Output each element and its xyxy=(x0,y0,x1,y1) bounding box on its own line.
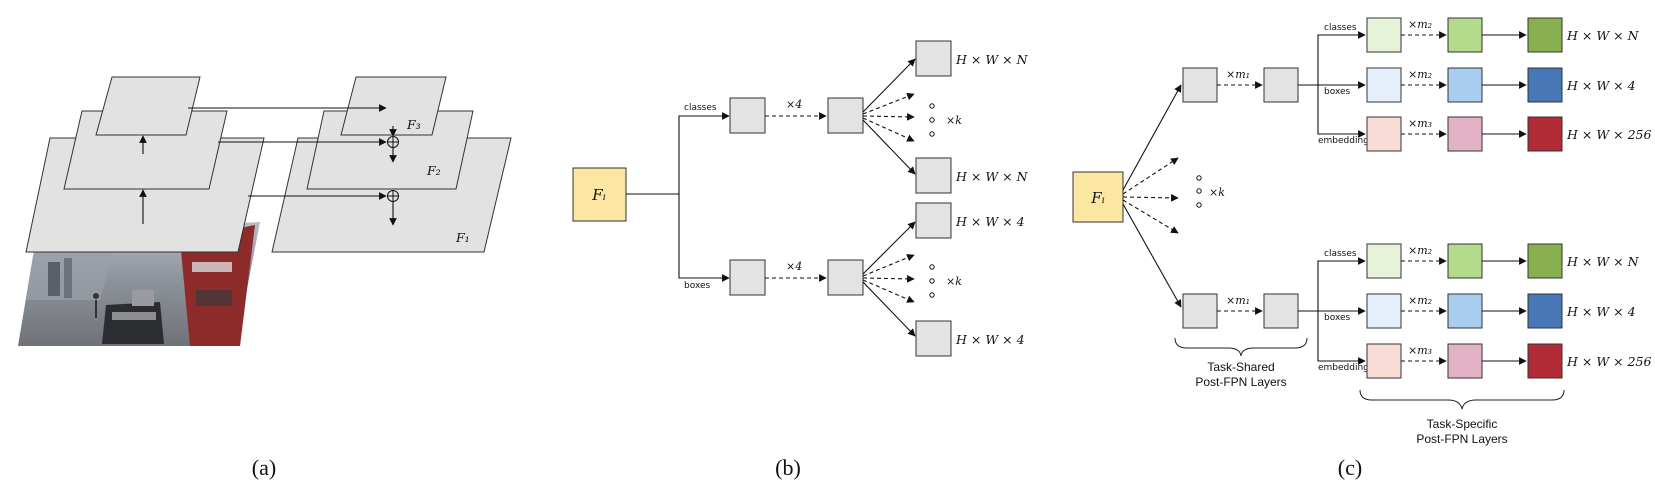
bottom-boxes-box-1 xyxy=(1366,293,1402,329)
shared-box-bottom-2 xyxy=(1263,293,1299,329)
bottom-boxes-out: H × W × 4 xyxy=(1566,304,1636,319)
bottom-embeddings-box-1 xyxy=(1366,343,1402,379)
panel-b: Fᵢ classes boxes ×4 ×k H × W × N H × W ×… xyxy=(572,40,1029,480)
input-feature-label-c: Fᵢ xyxy=(1090,189,1104,207)
bottom-classes-out: H × W × N xyxy=(1566,254,1640,269)
top-embeddings-box-2 xyxy=(1447,116,1483,152)
input-feature-label: Fᵢ xyxy=(591,186,605,204)
bottom-classes-box-2 xyxy=(1447,243,1483,279)
top-boxes-box-1 xyxy=(1366,67,1402,103)
classes-out-box-1 xyxy=(915,40,952,77)
bottom-embeddings-repeat: ×m₃ xyxy=(1408,344,1432,357)
boxes-out-label-2: H × W × 4 xyxy=(955,332,1025,347)
top-boxes-repeat: ×m₂ xyxy=(1408,68,1432,81)
boxes-anchors: ×k xyxy=(946,275,962,288)
top-embeddings-box-3 xyxy=(1527,116,1563,152)
task-embeddings-top: embeddings xyxy=(1318,136,1374,146)
boxes-conv-box-2 xyxy=(827,259,864,296)
bottom-classes-repeat: ×m₂ xyxy=(1408,244,1432,257)
anchors-c: ×k xyxy=(1209,186,1225,199)
shared-group-label-1: Task-Shared xyxy=(1207,360,1274,374)
specific-group-label-1: Task-Specific xyxy=(1427,417,1498,431)
shared-repeat-top: ×m₁ xyxy=(1226,68,1250,81)
caption-b: (b) xyxy=(775,455,801,480)
f3-label: F₃ xyxy=(406,117,421,132)
bottom-boxes-box-3 xyxy=(1527,293,1563,329)
caption-a: (a) xyxy=(252,455,276,480)
task-boxes-top: boxes xyxy=(1324,87,1351,97)
boxes-out-box-2 xyxy=(915,320,952,357)
top-boxes-box-2 xyxy=(1447,67,1483,103)
f1-label: F₁ xyxy=(455,230,470,245)
bottom-boxes-box-2 xyxy=(1447,293,1483,329)
shared-brace xyxy=(1174,337,1308,357)
classes-out-box-2 xyxy=(915,157,952,194)
classes-out-label-1: H × W × N xyxy=(955,52,1029,67)
top-classes-box-3 xyxy=(1527,17,1563,53)
classes-out-label-2: H × W × N xyxy=(955,169,1029,184)
f2-label: F₂ xyxy=(426,163,441,178)
top-boxes-out: H × W × 4 xyxy=(1566,78,1636,93)
task-boxes-bottom: boxes xyxy=(1324,313,1351,323)
caption-c: (c) xyxy=(1338,455,1362,480)
classes-anchors: ×k xyxy=(946,114,962,127)
top-embeddings-box-1 xyxy=(1366,116,1402,152)
bottom-classes-box-1 xyxy=(1366,243,1402,279)
panel-a: F₃ F₂ F₁ (a) xyxy=(18,76,512,480)
shared-box-bottom-1 xyxy=(1182,293,1218,329)
specific-group-label-2: Post-FPN Layers xyxy=(1416,432,1507,446)
top-classes-repeat: ×m₂ xyxy=(1408,18,1432,31)
shared-group-label-2: Post-FPN Layers xyxy=(1195,375,1286,389)
bottom-embeddings-out: H × W × 256 xyxy=(1566,354,1651,369)
boxes-repeat: ×4 xyxy=(786,260,802,273)
top-classes-box-1 xyxy=(1366,17,1402,53)
shared-box-top-2 xyxy=(1263,67,1299,103)
feature-plane-f3 xyxy=(340,76,447,136)
bottom-embeddings-box-3 xyxy=(1527,343,1563,379)
classes-repeat: ×4 xyxy=(786,98,802,111)
pyramid-level-3 xyxy=(95,76,201,136)
top-classes-box-2 xyxy=(1447,17,1483,53)
input-feature-box-c xyxy=(1072,171,1124,223)
panel-c: Fᵢ ×k ×m₁ classes boxes embeddings ×m₂ H… xyxy=(1072,17,1651,480)
shared-box-top-1 xyxy=(1182,67,1218,103)
top-boxes-box-3 xyxy=(1527,67,1563,103)
top-classes-out: H × W × N xyxy=(1566,28,1640,43)
task-classes-top: classes xyxy=(1324,23,1357,33)
task-classes-bottom: classes xyxy=(1324,249,1357,259)
specific-brace xyxy=(1359,389,1565,410)
branch-boxes-label: boxes xyxy=(684,281,711,291)
classes-conv-box-2 xyxy=(827,97,864,134)
bottom-boxes-repeat: ×m₂ xyxy=(1408,294,1432,307)
input-feature-box xyxy=(572,167,627,222)
shared-repeat-bottom: ×m₁ xyxy=(1226,294,1250,307)
boxes-out-label-1: H × W × 4 xyxy=(955,214,1025,229)
task-embeddings-bottom: embeddings xyxy=(1318,363,1374,373)
classes-conv-box xyxy=(729,97,766,134)
bottom-embeddings-box-2 xyxy=(1447,343,1483,379)
boxes-out-box-1 xyxy=(915,202,952,239)
boxes-conv-box xyxy=(729,259,766,296)
branch-classes-label: classes xyxy=(684,103,717,113)
top-embeddings-repeat: ×m₃ xyxy=(1408,117,1432,130)
bottom-classes-box-3 xyxy=(1527,243,1563,279)
top-embeddings-out: H × W × 256 xyxy=(1566,127,1651,142)
